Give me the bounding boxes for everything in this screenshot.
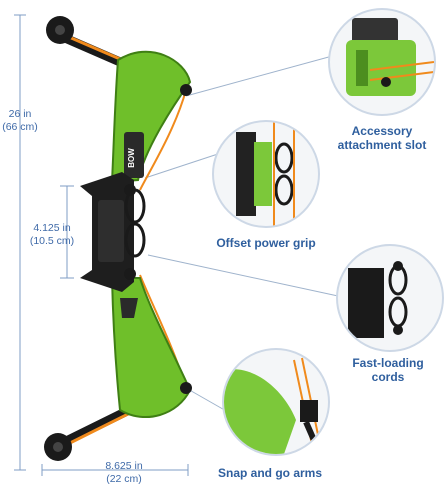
height-in: 26 in <box>8 108 32 120</box>
grip-in: 4.125 in <box>33 222 71 234</box>
bow-badge <box>124 132 144 178</box>
feature-accessory-line1: Accessory <box>351 124 413 138</box>
feature-cords: Fast-loading cords <box>330 356 446 384</box>
width-cm: (22 cm) <box>106 473 142 485</box>
upper-limb <box>110 50 192 184</box>
feature-accessory: Accessory attachment slot <box>322 124 442 152</box>
feature-cords-line1: Fast-loading <box>352 356 424 370</box>
height-dimension: 26 in (66 cm) <box>0 108 40 134</box>
arms-detail-circle <box>222 348 330 456</box>
offset-grip <box>80 172 134 292</box>
feature-accessory-line2: attachment slot <box>337 138 427 152</box>
feature-arms-line1: Snap and go arms <box>217 466 323 480</box>
feature-arms: Snap and go arms <box>200 466 340 480</box>
bow-badge-text: BOW <box>127 148 136 168</box>
width-in: 8.625 in <box>105 460 143 472</box>
feature-grip: Offset power grip <box>204 236 328 250</box>
width-dimension: 8.625 in (22 cm) <box>88 460 160 486</box>
grip-cm: (10.5 cm) <box>29 235 75 247</box>
cords-detail-circle <box>336 244 444 352</box>
grip-dimension: 4.125 in (10.5 cm) <box>24 222 80 248</box>
accessory-detail-circle <box>328 8 436 116</box>
height-cm: (66 cm) <box>2 121 38 133</box>
feature-cords-line2: cords <box>371 370 405 384</box>
feature-grip-line1: Offset power grip <box>216 236 316 250</box>
grip-detail-circle <box>212 120 320 228</box>
